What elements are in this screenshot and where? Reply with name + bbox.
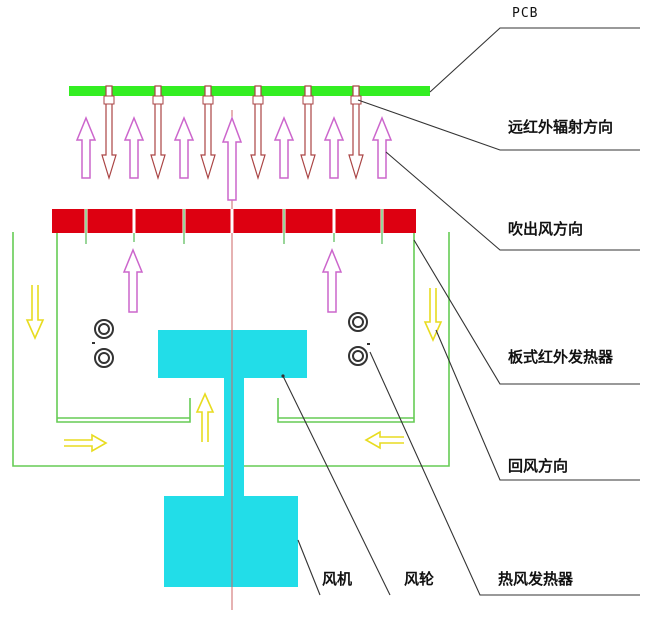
hot-air-heater-right (348, 312, 370, 366)
blow-air-arrows (75, 115, 393, 313)
fan-shaft (224, 378, 244, 496)
return-air-arrows (25, 285, 443, 453)
label-plate-heater: 板式红外发热器 (508, 348, 614, 366)
label-hot-air-heater: 热风发热器 (498, 570, 574, 588)
infrared-radiation-arrows (101, 85, 364, 181)
leader-endpoints (281, 374, 285, 378)
leader-lines (282, 27, 640, 596)
hot-air-heater-left (92, 319, 114, 368)
label-fan-motor: 风机 (322, 570, 353, 588)
fan-motor (164, 496, 298, 587)
label-return-air: 回风方向 (508, 457, 569, 475)
label-fan-wheel: 风轮 (404, 570, 435, 588)
inner-chamber (56, 232, 415, 423)
plate-infrared-heater (52, 209, 416, 244)
pcb-board (69, 86, 430, 96)
label-ir-direction: 远红外辐射方向 (508, 118, 614, 136)
label-blow-direction: 吹出风方向 (508, 220, 584, 238)
label-pcb: PCB (512, 6, 539, 21)
